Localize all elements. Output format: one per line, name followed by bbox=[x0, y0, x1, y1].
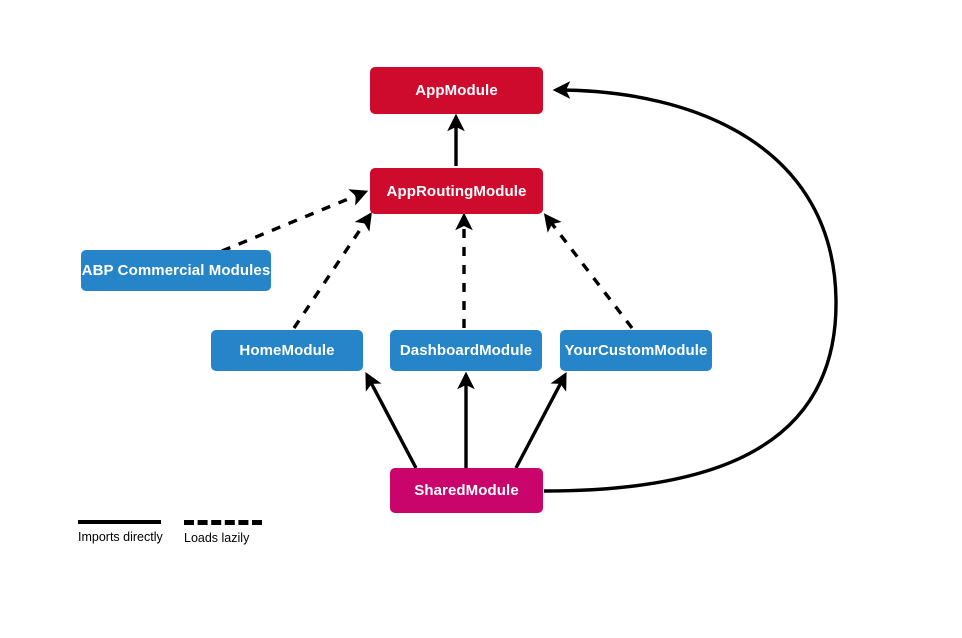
edge-shared-to-custom bbox=[514, 371, 567, 469]
legend-item-imports-directly: Imports directly bbox=[78, 520, 163, 544]
dashed-line-swatch-icon bbox=[184, 520, 262, 525]
node-label: AppRoutingModule bbox=[386, 182, 527, 200]
node-home-module[interactable]: HomeModule bbox=[211, 330, 363, 371]
node-label: HomeModule bbox=[239, 342, 335, 359]
node-label: YourCustomModule bbox=[564, 342, 708, 359]
legend-label: Imports directly bbox=[78, 530, 163, 544]
node-abp-commercial-modules[interactable]: ABP Commercial Modules bbox=[81, 250, 271, 291]
node-app-routing-module[interactable]: AppRoutingModule bbox=[370, 168, 543, 214]
edge-shared-to-home bbox=[365, 371, 418, 469]
edge-shared-to-appmodule bbox=[543, 81, 838, 493]
edges bbox=[221, 81, 838, 493]
node-dashboard-module[interactable]: DashboardModule bbox=[390, 330, 542, 371]
node-label: AppModule bbox=[415, 82, 498, 99]
legend-item-loads-lazily: Loads lazily bbox=[184, 520, 262, 545]
node-label: DashboardModule bbox=[399, 342, 533, 359]
edge-abp-to-approuting bbox=[221, 189, 369, 253]
node-label: SharedModule bbox=[414, 482, 519, 499]
legend-label: Loads lazily bbox=[184, 531, 250, 545]
node-app-module[interactable]: AppModule bbox=[370, 67, 543, 114]
node-shared-module[interactable]: SharedModule bbox=[390, 468, 543, 513]
solid-line-swatch-icon bbox=[78, 520, 161, 524]
edge-home-to-approuting bbox=[292, 212, 372, 329]
edge-custom-to-approuting bbox=[543, 213, 634, 330]
node-label: ABP Commercial Modules bbox=[81, 262, 271, 279]
node-your-custom-module[interactable]: YourCustomModule bbox=[560, 330, 712, 371]
